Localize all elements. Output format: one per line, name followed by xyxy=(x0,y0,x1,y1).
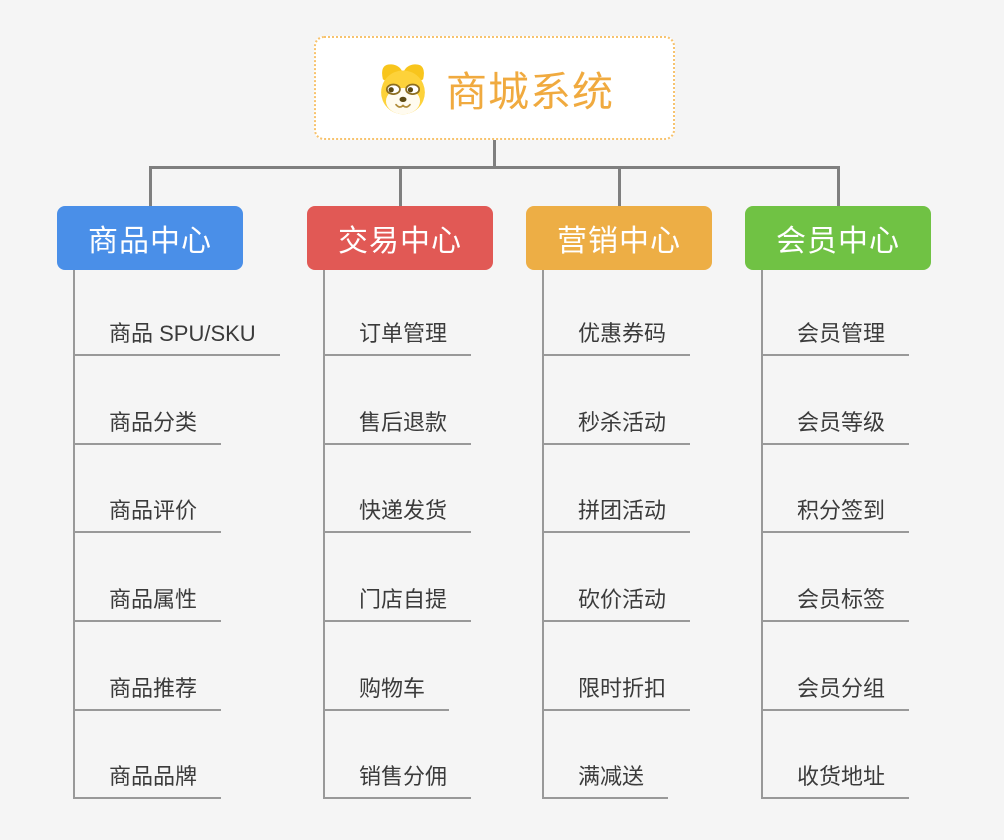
leaf-column: 商品 SPU/SKU 商品分类商品评价商品属性商品推荐商品品牌 xyxy=(73,267,280,800)
branch-drop-line xyxy=(617,166,621,206)
root-stem-line xyxy=(493,140,496,169)
leaf-row: 优惠券码 xyxy=(544,267,691,357)
leaf-node-trade-center-0[interactable]: 订单管理 xyxy=(325,323,472,357)
leaf-column: 优惠券码秒杀活动拼团活动砍价活动限时折扣满减送 xyxy=(542,267,691,800)
leaf-node-marketing-center-5[interactable]: 满减送 xyxy=(544,766,669,800)
leaf-node-marketing-center-4[interactable]: 限时折扣 xyxy=(544,677,691,711)
leaf-node-marketing-center-0[interactable]: 优惠券码 xyxy=(544,323,691,357)
leaf-row: 商品分类 xyxy=(75,356,280,445)
leaf-row: 会员等级 xyxy=(763,356,910,445)
branch-drop-line xyxy=(148,166,152,206)
branch-node-member-center[interactable]: 会员中心 xyxy=(745,206,931,270)
leaf-row: 订单管理 xyxy=(325,267,472,357)
branch-label: 交易中心 xyxy=(338,225,462,258)
leaf-node-member-center-1[interactable]: 会员等级 xyxy=(763,411,910,445)
leaf-row: 门店自提 xyxy=(325,533,472,623)
leaf-row: 商品评价 xyxy=(75,445,280,534)
leaf-row: 会员标签 xyxy=(763,533,910,623)
leaf-row: 秒杀活动 xyxy=(544,356,691,445)
dog-icon xyxy=(381,64,425,115)
leaf-row: 商品 SPU/SKU xyxy=(75,267,280,357)
leaf-node-trade-center-5[interactable]: 销售分佣 xyxy=(325,766,472,800)
leaf-row: 砍价活动 xyxy=(544,533,691,623)
leaf-row: 拼团活动 xyxy=(544,445,691,534)
branch-node-product-center[interactable]: 商品中心 xyxy=(57,206,243,270)
leaf-node-member-center-5[interactable]: 收货地址 xyxy=(763,766,910,800)
branch-drop-line xyxy=(836,166,840,206)
branch-label: 营销中心 xyxy=(557,225,681,258)
leaf-node-member-center-4[interactable]: 会员分组 xyxy=(763,677,910,711)
leaf-node-marketing-center-2[interactable]: 拼团活动 xyxy=(544,500,691,534)
leaf-node-member-center-0[interactable]: 会员管理 xyxy=(763,323,910,357)
leaf-row: 会员分组 xyxy=(763,622,910,711)
leaf-row: 快递发货 xyxy=(325,445,472,534)
root-node[interactable]: 商城系统 xyxy=(314,36,675,140)
leaf-column: 会员管理会员等级积分签到会员标签会员分组收货地址 xyxy=(761,267,910,800)
branch-node-marketing-center[interactable]: 营销中心 xyxy=(526,206,712,270)
branch-label: 商品中心 xyxy=(88,225,212,258)
leaf-node-product-center-1[interactable]: 商品分类 xyxy=(75,411,222,445)
leaf-node-product-center-0[interactable]: 商品 SPU/SKU xyxy=(75,323,280,357)
leaf-row: 收货地址 xyxy=(763,711,910,800)
branch-label: 会员中心 xyxy=(776,225,900,258)
leaf-node-product-center-5[interactable]: 商品品牌 xyxy=(75,766,222,800)
leaf-node-member-center-3[interactable]: 会员标签 xyxy=(763,589,910,623)
leaf-node-product-center-3[interactable]: 商品属性 xyxy=(75,589,222,623)
branch-node-trade-center[interactable]: 交易中心 xyxy=(307,206,493,270)
leaf-node-trade-center-2[interactable]: 快递发货 xyxy=(325,500,472,534)
leaf-row: 商品推荐 xyxy=(75,622,280,711)
branch-drop-line xyxy=(398,166,402,206)
leaf-node-trade-center-3[interactable]: 门店自提 xyxy=(325,589,472,623)
leaf-node-marketing-center-3[interactable]: 砍价活动 xyxy=(544,589,691,623)
leaf-row: 售后退款 xyxy=(325,356,472,445)
leaf-row: 商品品牌 xyxy=(75,711,280,800)
leaf-row: 会员管理 xyxy=(763,267,910,357)
leaf-row: 满减送 xyxy=(544,711,690,800)
leaf-column: 订单管理售后退款快递发货门店自提购物车销售分佣 xyxy=(323,267,472,800)
root-title: 商城系统 xyxy=(446,69,614,115)
leaf-node-trade-center-1[interactable]: 售后退款 xyxy=(325,411,472,445)
leaf-row: 商品属性 xyxy=(75,533,280,623)
leaf-row: 限时折扣 xyxy=(544,622,691,711)
leaf-node-product-center-4[interactable]: 商品推荐 xyxy=(75,677,222,711)
leaf-node-member-center-2[interactable]: 积分签到 xyxy=(763,500,910,534)
leaf-row: 销售分佣 xyxy=(325,711,472,800)
leaf-node-trade-center-4[interactable]: 购物车 xyxy=(325,677,450,711)
leaf-row: 积分签到 xyxy=(763,445,910,534)
branch-bar-line xyxy=(148,166,840,169)
leaf-row: 购物车 xyxy=(325,622,471,711)
leaf-node-marketing-center-1[interactable]: 秒杀活动 xyxy=(544,411,691,445)
leaf-node-product-center-2[interactable]: 商品评价 xyxy=(75,500,222,534)
